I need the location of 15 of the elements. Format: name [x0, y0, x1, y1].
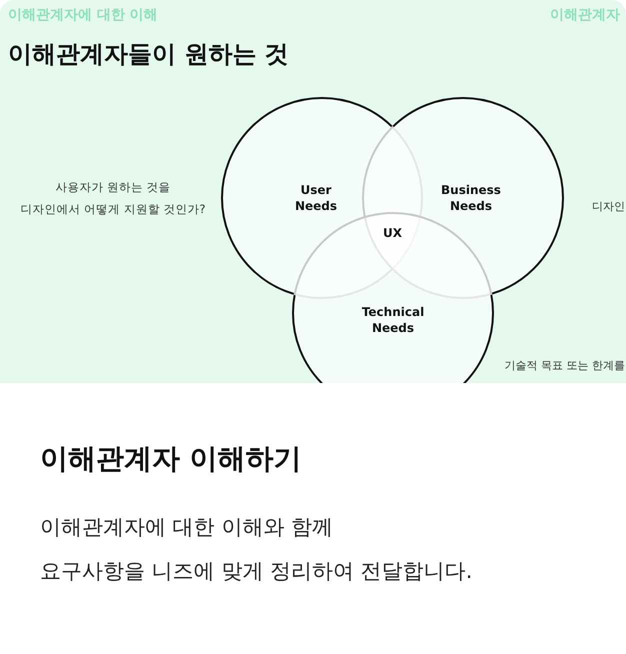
description-text: 사용자가 원하는 것을 디자인에서 어떻게 지원할 것인가?: [19, 179, 207, 218]
circle-label: Business Needs: [440, 182, 502, 214]
venn-circle: [362, 97, 564, 299]
description-text: 기술적 목표 또는 한계를: [504, 358, 625, 373]
section-tag: 이해관계자에 대한 이해: [8, 6, 158, 24]
circle-label: User Needs: [294, 182, 338, 214]
intersection-label: UX: [383, 226, 402, 240]
circle-label: Technical Needs: [360, 304, 426, 336]
venn-circle: [292, 212, 494, 383]
heading: 이해관계자 이해하기: [40, 441, 302, 477]
body-text: 이해관계자에 대한 이해와 함께 요구사항을 니즈에 맞게 정리하여 전달합니다.: [40, 514, 472, 585]
description-text: 디자인: [592, 199, 625, 214]
section-tag: 이해관계자: [550, 6, 620, 24]
venn-circle: [221, 97, 423, 299]
title: 이해관계자들이 원하는 것: [8, 39, 289, 70]
